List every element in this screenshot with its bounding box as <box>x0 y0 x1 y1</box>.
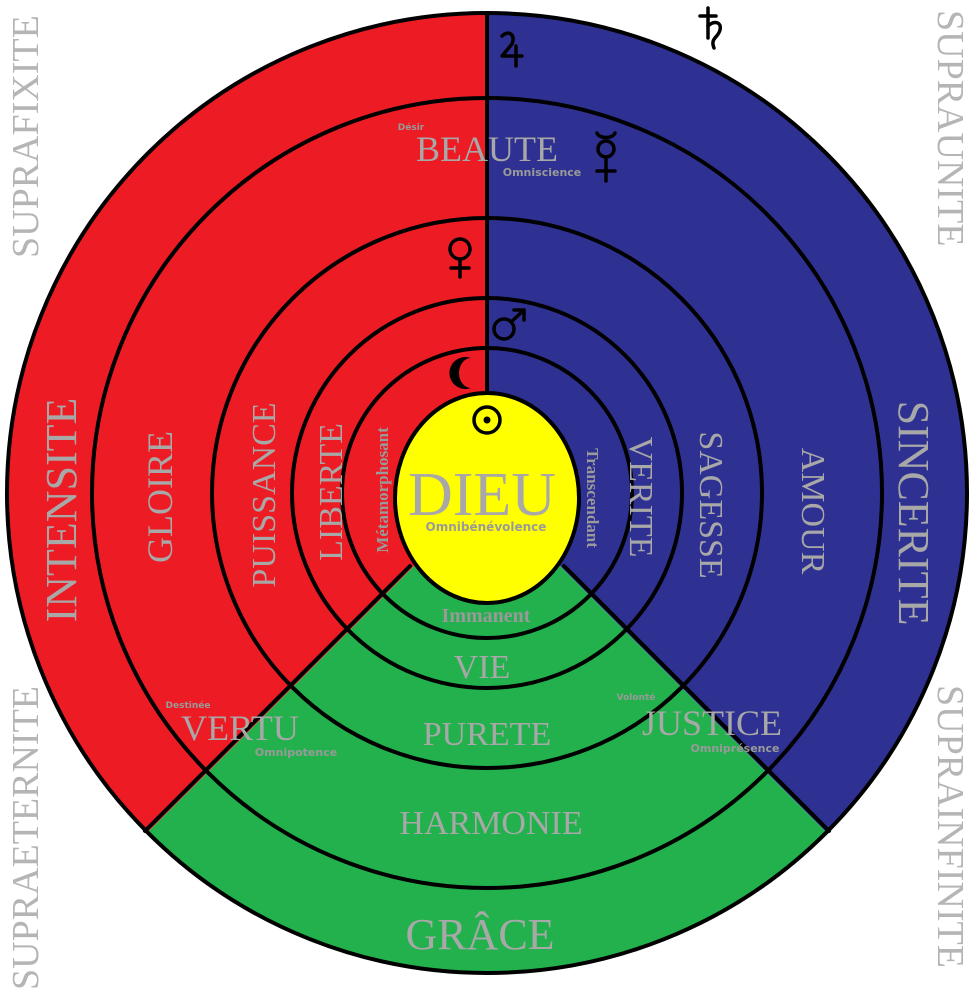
center-ellipse <box>393 391 581 605</box>
red-ring3-label: PUISSANCE <box>246 402 283 587</box>
jupiter-icon <box>500 31 524 68</box>
red-ring2-label: LIBERTE <box>313 423 350 561</box>
sector-fills <box>7 13 967 973</box>
red-ring5-label: INTENSITE <box>37 398 86 623</box>
boundary-left-left-note: Destinée <box>166 700 211 711</box>
corner-top-left-label: SUPRAFIXITE <box>5 15 47 258</box>
green-ring5-label: GRÂCE <box>405 910 554 959</box>
blue-ring4-label: AMOUR <box>794 448 831 575</box>
saturn-icon <box>698 6 723 50</box>
blue-ring5-label: SINCERITE <box>889 401 938 626</box>
sun-icon <box>472 405 502 435</box>
green-ring1-label: Immanent <box>442 605 531 627</box>
divider-right <box>562 564 831 833</box>
boundary-right-right-note: Omniprésence <box>691 742 780 755</box>
corner-bottom-right-label: SUPRAINFINITE <box>929 685 971 968</box>
red-sector <box>7 13 487 833</box>
boundary-top-label: BEAUTE <box>416 129 558 169</box>
blue-ring2-label: VERITE <box>622 437 659 558</box>
corner-bottom-left-label: SUPRAETERNITE <box>5 686 47 990</box>
sector-dividers <box>143 11 831 833</box>
boundary-top-left-note: Désir <box>398 122 425 133</box>
blue-ring3-label: SAGESSE <box>692 431 729 578</box>
boundary-right-label: JUSTICE <box>642 703 782 743</box>
green-ring3-label: PURETE <box>423 716 551 753</box>
boundary-left-right-note: Omnipotence <box>255 746 337 759</box>
center-title: DIEU <box>408 461 556 529</box>
mercury-icon <box>595 131 617 183</box>
mars-icon <box>492 308 526 341</box>
divider-left <box>143 564 412 833</box>
moon-icon <box>449 357 471 389</box>
boundary-top-right-note: Omniscience <box>503 166 582 179</box>
blue-ring1-label: Transcendant <box>583 448 602 548</box>
green-ring4-label: HARMONIE <box>399 805 582 842</box>
green-sector <box>147 493 827 973</box>
boundary-left-label: VERTU <box>181 708 299 748</box>
red-ring1-label: Métamorphosant <box>373 427 392 553</box>
corner-top-right-label: SUPRAUNITE <box>929 10 971 246</box>
red-ring4-label: GLOIRE <box>140 431 180 563</box>
venus-icon <box>448 237 472 279</box>
center-subtitle: Omnibénévolence <box>426 520 547 534</box>
blue-sector <box>487 13 967 833</box>
green-ring2-label: VIE <box>454 649 511 686</box>
boundary-right-left-note: Volonté <box>617 692 656 703</box>
